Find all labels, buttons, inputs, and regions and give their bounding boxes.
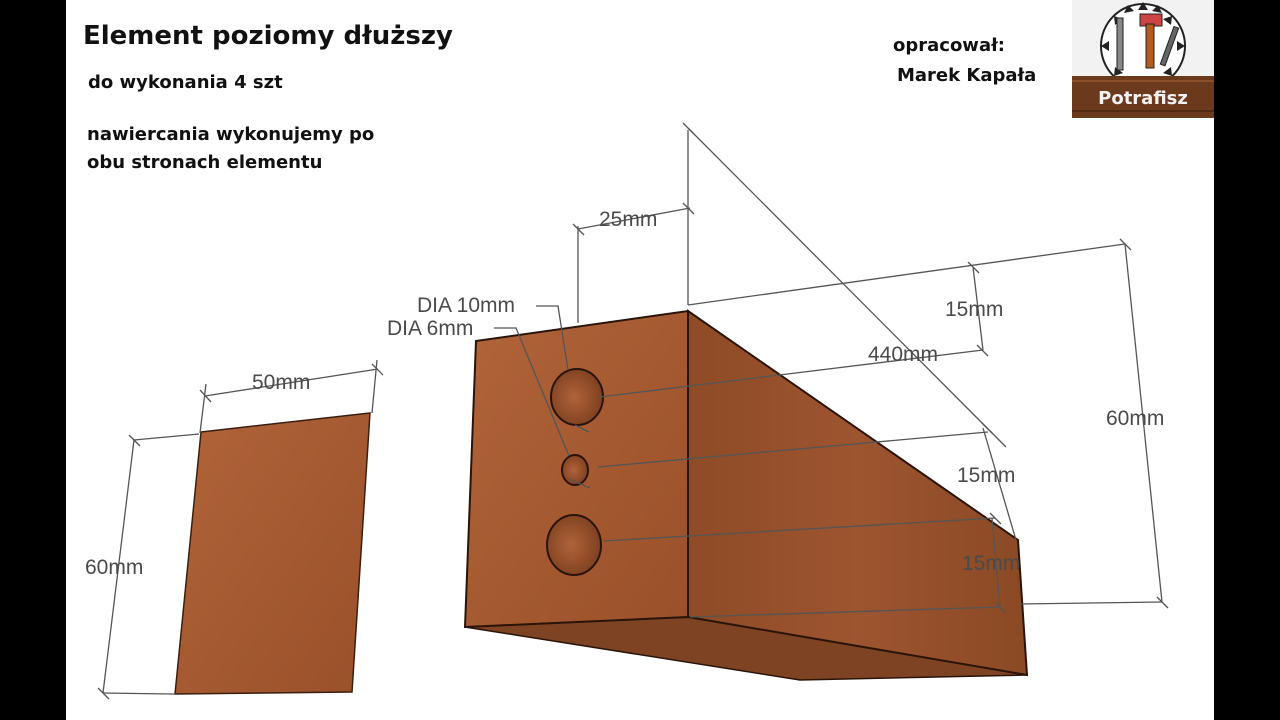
dim-height: 60mm bbox=[1106, 407, 1164, 430]
quantity-note: do wykonania 4 szt bbox=[88, 72, 283, 93]
main-beam bbox=[463, 309, 1029, 681]
left-end-piece bbox=[174, 412, 371, 695]
letterbox-left bbox=[0, 0, 66, 720]
drawing-title: Element poziomy dłuższy bbox=[83, 21, 453, 51]
potrafisz-logo: Potrafisz bbox=[1072, 0, 1214, 118]
dim-dia-small: DIA 6mm bbox=[387, 317, 473, 340]
hole-small-middle bbox=[561, 454, 589, 486]
letterbox-right bbox=[1214, 0, 1280, 720]
hole-large-top bbox=[550, 368, 604, 426]
dim-spacing-bottom: 15mm bbox=[962, 552, 1020, 575]
dim-hole-offset: 25mm bbox=[599, 208, 657, 231]
drilling-note-line2: obu stronach elementu bbox=[87, 152, 322, 173]
dimension-lines bbox=[97, 122, 1169, 700]
tools-saw-blade-icon: Potrafisz bbox=[1072, 2, 1214, 118]
dim-dia-large: DIA 10mm bbox=[417, 294, 515, 317]
dim-left-height: 60mm bbox=[85, 556, 143, 579]
logo-text: Potrafisz bbox=[1098, 88, 1188, 109]
dim-spacing-top: 15mm bbox=[945, 298, 1003, 321]
drilling-note-line1: nawiercania wykonujemy po bbox=[87, 124, 374, 145]
author-label: opracował: bbox=[893, 35, 1005, 56]
dim-length: 440mm bbox=[868, 343, 938, 366]
author-name: Marek Kapała bbox=[897, 65, 1036, 86]
left-piece-face bbox=[174, 412, 371, 695]
hole-large-bottom bbox=[546, 514, 602, 576]
dim-spacing-mid: 15mm bbox=[957, 464, 1015, 487]
dim-left-width: 50mm bbox=[252, 371, 310, 394]
